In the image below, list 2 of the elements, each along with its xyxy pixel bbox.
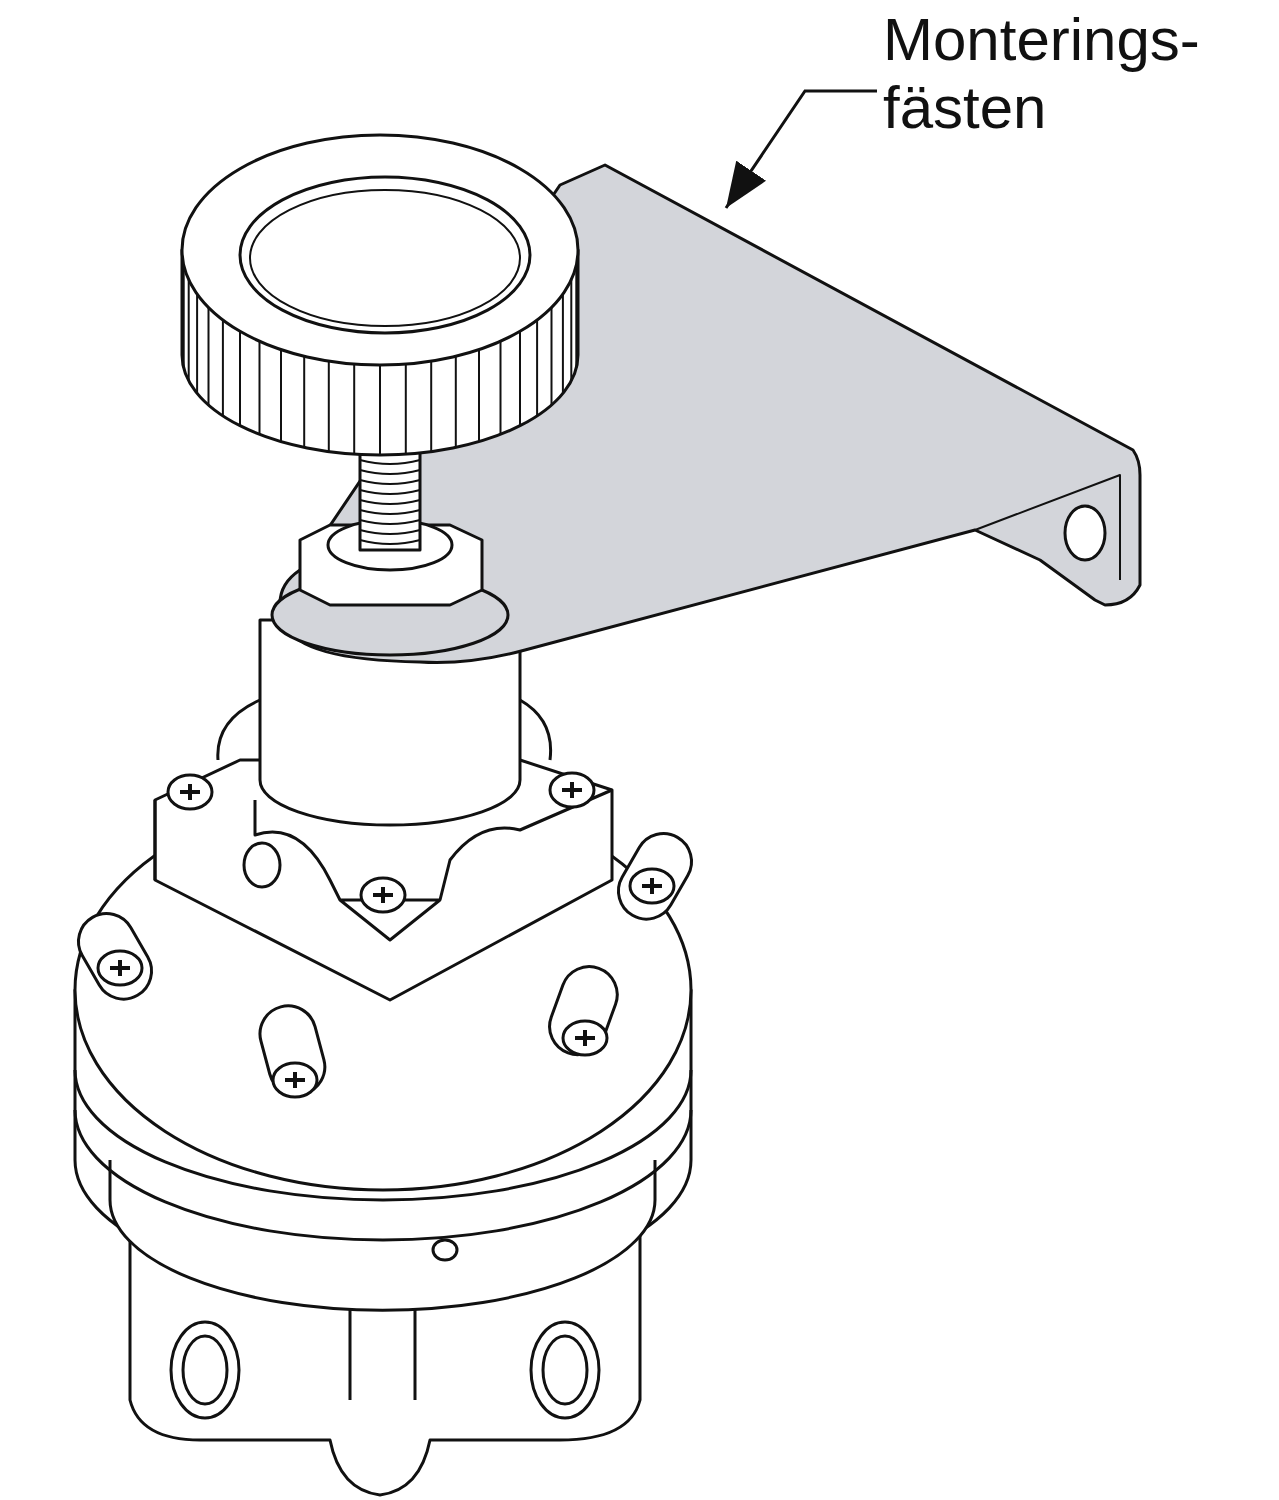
leader-line — [724, 89, 877, 209]
part-label: Monterings- fästen — [883, 6, 1268, 142]
